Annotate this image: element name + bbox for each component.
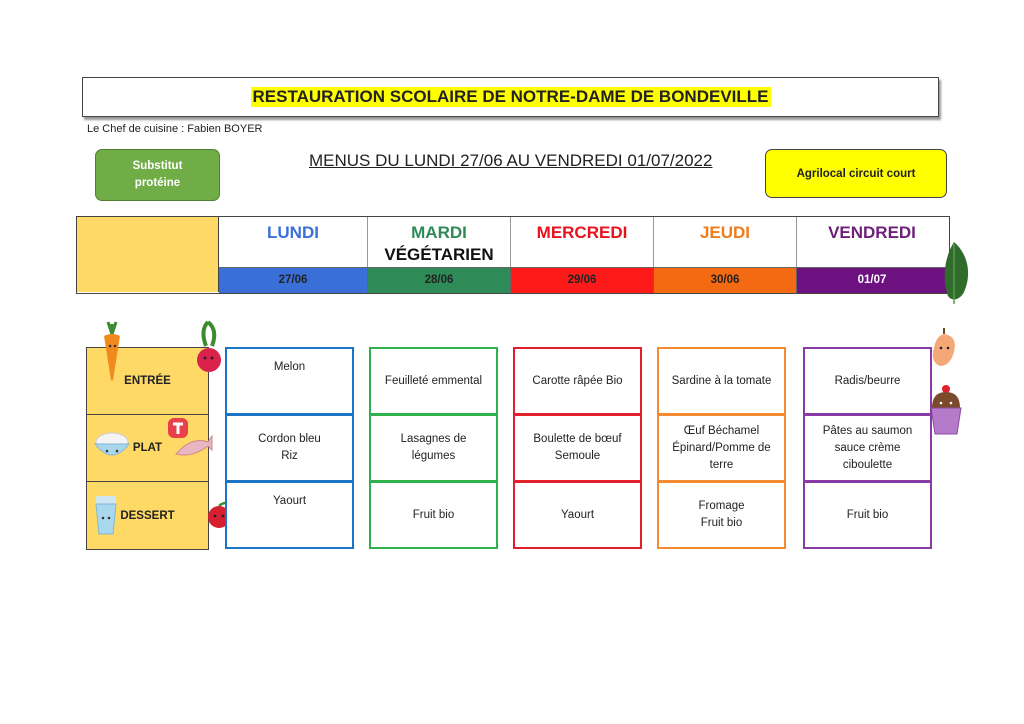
menu-cell: Œuf Béchamel Épinard/Pomme de terre [657, 414, 786, 482]
days-header: LUNDI MARDI VÉGÉTARIEN MERCREDI JEUDI VE… [76, 216, 950, 294]
substitut-legend: Substitut protéine [95, 149, 220, 201]
agrilocal-legend: Agrilocal circuit court [765, 149, 947, 198]
menu-cell: Yaourt [513, 481, 642, 549]
day-header-jeudi: JEUDI [654, 217, 797, 267]
menus-title: MENUS DU LUNDI 27/06 AU VENDREDI 01/07/2… [309, 151, 713, 170]
pear-icon [932, 328, 955, 366]
leaf-icon [944, 242, 969, 304]
row-label: DESSERT [120, 509, 175, 522]
day-name: LUNDI [267, 223, 319, 242]
menu-cell-text: Yaourt [560, 508, 595, 521]
date-bar: 27/06 [219, 267, 368, 293]
row-label: PLAT [132, 442, 163, 454]
menu-cell-text: Carotte râpée Bio [532, 374, 623, 387]
day-header-lundi: LUNDI [219, 217, 368, 267]
day-name: JEUDI [699, 223, 751, 242]
days-corner [77, 217, 219, 292]
date-bar: 01/07 [797, 267, 947, 293]
menu-cell: Fruit bio [369, 481, 498, 549]
row-label-entree: ENTRÉE [86, 347, 209, 415]
menu-cell-text: Pâtes au saumon sauce crème ciboulette [822, 424, 913, 471]
agrilocal-label: Agrilocal circuit court [796, 167, 916, 180]
menu-cell-text: Radis/beurre [834, 374, 901, 387]
menu-cell: Feuilleté emmental [369, 347, 498, 415]
menu-cell: Boulette de bœuf Semoule [513, 414, 642, 482]
row-label: ENTRÉE [124, 375, 171, 387]
cupcake-icon [930, 385, 962, 435]
menu-cell: Fromage Fruit bio [657, 481, 786, 549]
chef-label: Le Chef de cuisine : Fabien BOYER [87, 123, 263, 135]
menu-cell: Cordon bleu Riz [225, 414, 354, 482]
menu-cell-text: Sardine à la tomate [671, 374, 772, 387]
menu-cell: Carotte râpée Bio [513, 347, 642, 415]
date-bar: 30/06 [654, 267, 797, 293]
menu-cell: Lasagnes de légumes [369, 414, 498, 482]
menu-cell: Radis/beurre [803, 347, 932, 415]
radish-icon [197, 320, 221, 372]
menu-cell-text: Boulette de bœuf Semoule [533, 433, 622, 462]
day-header-mardi: MARDI VÉGÉTARIEN [368, 217, 511, 267]
menu-cell-text: Melon [273, 361, 306, 373]
yogurt-icon [95, 496, 117, 535]
menu-cell-text: Fruit bio [412, 508, 455, 521]
rice-bowl-icon [93, 432, 131, 456]
menu-cell-text: Fromage Fruit bio [698, 500, 745, 529]
date-bar: 28/06 [368, 267, 511, 293]
substitut-label: Substitut protéine [132, 160, 183, 189]
meat-fish-icon [168, 418, 213, 456]
menu-cell-text: Fruit bio [846, 508, 889, 521]
menu-cell-text: Cordon bleu Riz [258, 433, 321, 462]
day-name: MERCREDI [536, 223, 628, 242]
menu-cell: Melon [225, 347, 354, 415]
menu-cell: Fruit bio [803, 481, 932, 549]
menu-cell: Yaourt [225, 481, 354, 549]
menu-cell-text: Feuilleté emmental [384, 374, 483, 387]
menu-cell: Sardine à la tomate [657, 347, 786, 415]
day-name: MARDI [411, 223, 467, 242]
day-name: VENDREDI [828, 223, 916, 242]
carrot-icon [104, 321, 120, 381]
date-bar: 29/06 [511, 267, 654, 293]
page-title: RESTAURATION SCOLAIRE DE NOTRE-DAME DE B… [250, 87, 771, 107]
menu-cell: Pâtes au saumon sauce crème ciboulette [803, 414, 932, 482]
menu-cell-text: Lasagnes de légumes [400, 433, 467, 462]
title-box: RESTAURATION SCOLAIRE DE NOTRE-DAME DE B… [82, 77, 939, 117]
day-subtitle: VÉGÉTARIEN [384, 245, 494, 264]
menu-cell-text: Yaourt [272, 495, 307, 507]
menu-cell-text: Œuf Béchamel Épinard/Pomme de terre [672, 424, 771, 471]
day-header-mercredi: MERCREDI [511, 217, 654, 267]
day-header-vendredi: VENDREDI [797, 217, 947, 267]
